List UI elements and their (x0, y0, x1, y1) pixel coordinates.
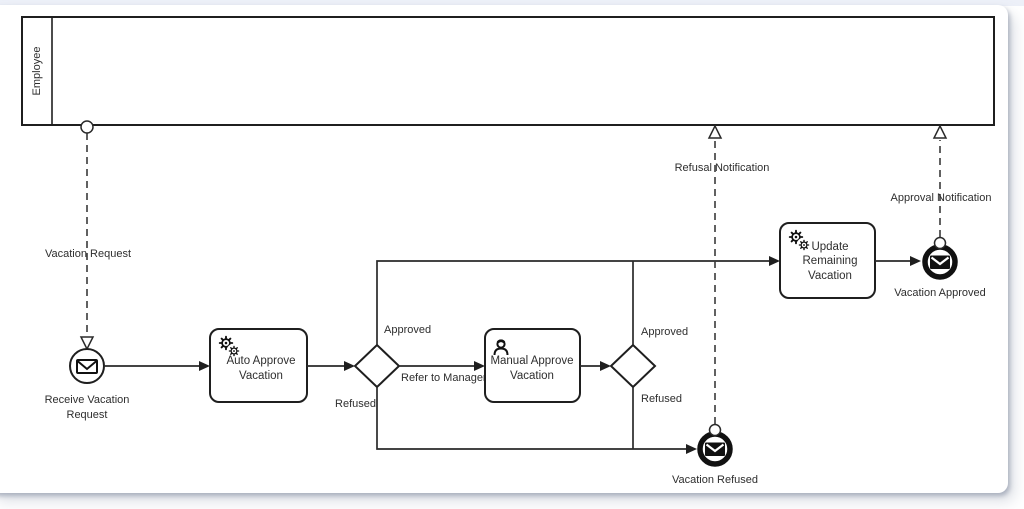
gateway-manual-decision[interactable] (609, 343, 657, 389)
start-event-receive-vacation-request[interactable]: Receive Vacation Request (45, 348, 130, 421)
envelope-icon (705, 442, 725, 456)
flow-approved-to-update: Approved (376, 256, 780, 345)
flow-approved2-join: Approved (632, 261, 688, 345)
flow-refused-to-end: Refused (335, 387, 697, 454)
task-update-remaining-vacation[interactable]: Update Remaining Vacation (779, 222, 876, 299)
message-flow-approval-notification: Approval Notification (891, 124, 992, 250)
start-event-label: Receive Vacation (45, 394, 130, 406)
flow-label-refused: Refused (335, 398, 376, 410)
message-flow-vacation-request: Vacation Request (45, 120, 131, 351)
task-label: Manual Approve (490, 355, 573, 367)
task-label: Remaining (803, 255, 858, 267)
end-event-vacation-refused[interactable]: Vacation Refused (672, 431, 758, 486)
task-label: Vacation (239, 370, 283, 382)
lane-label: Employee (31, 47, 43, 96)
flow-label-approved: Approved (641, 326, 688, 338)
open-arrowhead-up-icon (932, 124, 948, 139)
pool-employee[interactable]: Employee (21, 16, 995, 126)
flow-refer-to-manager: Refer to Manager (399, 361, 487, 384)
flow-start-to-auto-approve (104, 361, 210, 371)
message-flow-label: Refusal Notification (675, 162, 770, 174)
end-event-label: Vacation Approved (894, 287, 986, 299)
arrowhead-icon (910, 256, 921, 266)
task-label: Vacation (510, 370, 554, 382)
task-label: Update (811, 241, 848, 253)
open-arrowhead-down-icon (79, 336, 95, 351)
task-label: Auto Approve (226, 355, 295, 367)
page-top-strip (0, 0, 1024, 6)
gears-icon (788, 229, 810, 251)
gears-icon (218, 335, 240, 357)
arrowhead-icon (686, 444, 697, 454)
arrowhead-icon (344, 361, 355, 371)
arrowhead-icon (474, 361, 485, 371)
message-flow-refusal-notification: Refusal Notification (675, 124, 770, 437)
envelope-icon (930, 255, 950, 269)
task-manual-approve-vacation[interactable]: Manual Approve Vacation (484, 328, 581, 403)
message-flow-source-dot (80, 120, 94, 134)
message-flow-label: Vacation Request (45, 248, 131, 260)
flow-label-refused: Refused (641, 393, 682, 405)
arrowhead-icon (769, 256, 780, 266)
flow-update-to-end-approved (875, 256, 921, 266)
start-event-label: Request (67, 409, 108, 421)
flow-label-refer: Refer to Manager (401, 372, 487, 384)
end-event-label: Vacation Refused (672, 474, 758, 486)
open-arrowhead-up-icon (707, 124, 723, 139)
flow-refused2-join: Refused (632, 387, 682, 449)
message-flow-source-dot (933, 236, 947, 250)
flow-label-approved: Approved (384, 324, 431, 336)
task-auto-approve-vacation[interactable]: Auto Approve Vacation (209, 328, 308, 403)
gateway-auto-decision[interactable] (353, 343, 401, 389)
message-flow-label: Approval Notification (891, 192, 992, 204)
person-icon (493, 339, 509, 356)
task-label: Vacation (808, 270, 852, 282)
arrowhead-icon (600, 361, 611, 371)
flow-auto-approve-to-gateway1 (307, 361, 355, 371)
flow-manual-approve-to-gateway2 (580, 361, 611, 371)
end-event-vacation-approved[interactable]: Vacation Approved (894, 244, 986, 299)
envelope-icon (76, 359, 98, 374)
message-flow-source-dot (708, 423, 722, 437)
arrowhead-icon (199, 361, 210, 371)
